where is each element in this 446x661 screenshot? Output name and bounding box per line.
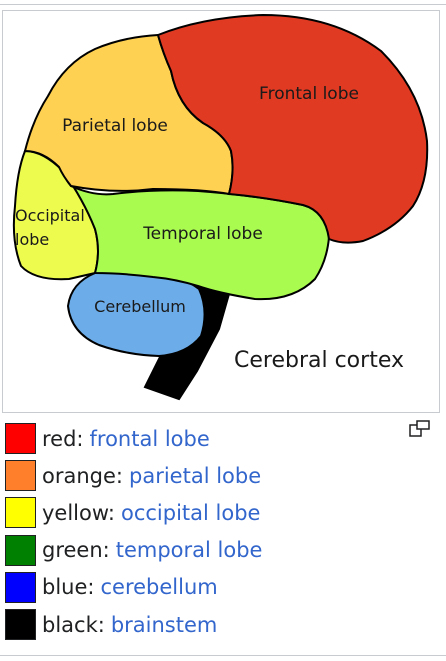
legend-swatch-yellow (5, 497, 36, 529)
occipital-label-line2: lobe (15, 230, 49, 249)
cerebellum-label: Cerebellum (94, 297, 186, 316)
bottom-divider (0, 655, 446, 656)
legend-color-name: orange: (42, 463, 123, 488)
legend-item: yellow: occipital lobe (5, 494, 262, 531)
cerebral-cortex-label: Cerebral cortex (234, 348, 404, 373)
link-frontal-lobe[interactable]: frontal lobe (89, 426, 210, 451)
legend-swatch-green (5, 534, 36, 566)
link-parietal-lobe[interactable]: parietal lobe (129, 463, 262, 488)
legend-item: green: temporal lobe (5, 532, 262, 569)
legend-item: orange: parietal lobe (5, 457, 262, 494)
legend-swatch-red (5, 423, 36, 455)
legend-color-name: black: (42, 612, 105, 637)
color-legend: red: frontal lobe orange: parietal lobe … (5, 420, 262, 643)
legend-swatch-orange (5, 460, 36, 492)
legend-item: blue: cerebellum (5, 569, 262, 606)
link-brainstem[interactable]: brainstem (110, 612, 218, 637)
enlarge-icon[interactable] (409, 420, 431, 438)
parietal-lobe-label: Parietal lobe (62, 116, 168, 136)
link-temporal-lobe[interactable]: temporal lobe (115, 538, 263, 563)
occipital-label-line1: Occipital (15, 206, 85, 225)
brain-diagram[interactable]: Frontal lobe Parietal lobe Occipital lob… (2, 10, 440, 413)
legend-item: red: frontal lobe (5, 420, 262, 457)
temporal-lobe-label: Temporal lobe (142, 224, 263, 244)
legend-swatch-blue (5, 571, 36, 603)
frontal-region (156, 13, 429, 244)
legend-item: black: brainstem (5, 606, 262, 643)
occipital-lobe-label: Occipital lobe (15, 206, 90, 249)
frontal-lobe-label: Frontal lobe (259, 84, 359, 104)
legend-color-name: red: (42, 426, 84, 451)
top-divider (0, 4, 446, 5)
legend-color-name: yellow: (42, 500, 115, 525)
temporal-region (62, 170, 331, 301)
link-cerebellum[interactable]: cerebellum (100, 575, 218, 600)
legend-swatch-black (5, 609, 36, 641)
brain-svg: Frontal lobe Parietal lobe Occipital lob… (12, 13, 429, 401)
legend-color-name: blue: (42, 575, 95, 600)
legend-color-name: green: (42, 538, 110, 563)
link-occipital-lobe[interactable]: occipital lobe (120, 500, 261, 525)
